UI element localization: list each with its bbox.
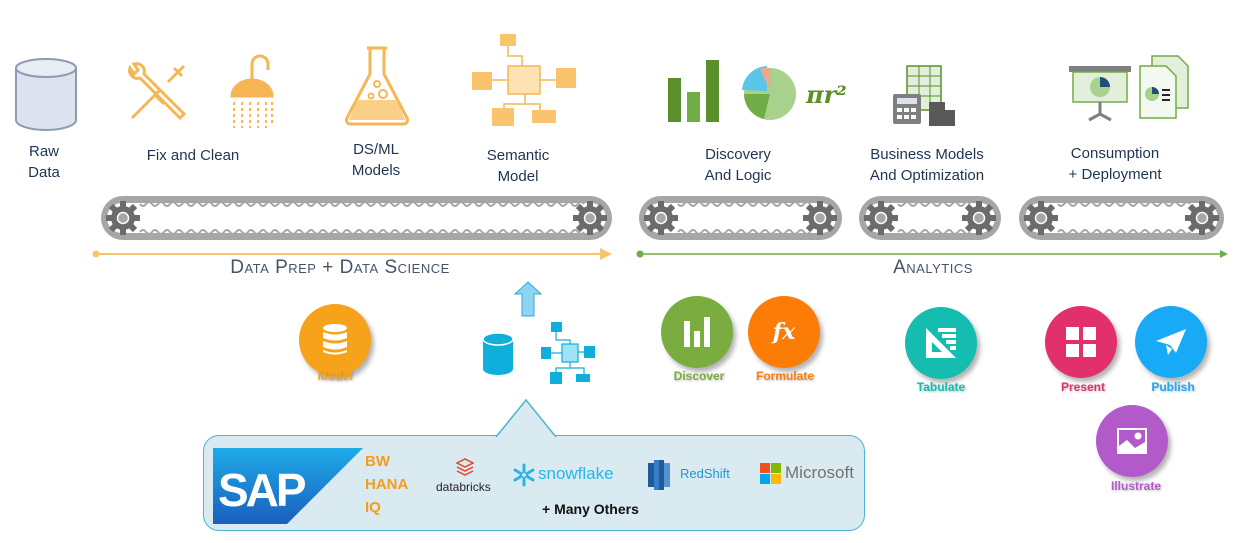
many-others-label: + Many Others (542, 501, 639, 517)
conveyor-belt-prep (100, 195, 613, 246)
semantic-model-network-icon (472, 34, 576, 126)
conveyor-belt-consumption (1018, 195, 1225, 246)
gear-icon (644, 201, 678, 235)
section-title-data-prep: Data Prep + Data Science (230, 257, 450, 278)
gear-icon (106, 201, 140, 235)
bar-chart-icon (668, 60, 719, 122)
gear-icon (573, 201, 607, 235)
stage-label-dsml-models: DS/ML Models (351, 141, 401, 179)
raw-data-cylinder-icon (15, 58, 77, 131)
gear-icon (864, 201, 898, 235)
sap-product-iq: IQ (365, 499, 381, 516)
formula-pi-r-squared: πr² (806, 80, 847, 109)
conveyor-belt-discovery (638, 195, 843, 246)
network-icon (541, 322, 595, 384)
pie-chart-icon (742, 66, 796, 120)
conveyor-belt-business (858, 195, 1002, 246)
discover-tool-button[interactable] (661, 296, 733, 368)
stage-label-raw-data: Raw Data (28, 143, 60, 181)
gear-icon (803, 201, 837, 235)
snowflake-label: snowflake (538, 464, 614, 483)
presentation-board-icon (1069, 66, 1131, 122)
snowflake-logo-icon (513, 463, 535, 487)
documents-report-icon (1139, 55, 1189, 119)
analytics-arrow (636, 250, 1228, 258)
stage-label-business-models: Business Models And Optimization (869, 146, 985, 184)
bar-chart-icon (684, 317, 710, 347)
model-tool-button[interactable] (299, 304, 371, 376)
redshift-label: RedShift (680, 466, 730, 481)
sap-logo-text: SAP (218, 464, 306, 516)
section-title-analytics: Analytics (893, 257, 973, 278)
tabulate-tool-label: Tabulate (916, 380, 966, 394)
redshift-logo-icon (648, 460, 670, 490)
tabulate-tool-button[interactable] (905, 307, 977, 379)
illustrate-tool-label: Illustrate (1110, 479, 1162, 493)
image-icon (1117, 428, 1147, 454)
flask-icon (344, 46, 410, 126)
callout-pointer (495, 399, 557, 438)
sap-product-hana: HANA (365, 476, 409, 493)
grid-icon (1066, 327, 1096, 357)
microsoft-label: Microsoft (785, 463, 854, 482)
database-cylinder-icon (482, 332, 514, 375)
sap-logo: SAP (213, 448, 363, 524)
publish-tool-label: Publish (1151, 380, 1195, 394)
stage-label-fix-clean: Fix and Clean (146, 147, 240, 164)
model-tool-label: Model (317, 369, 353, 383)
stage-label-discovery: Discovery And Logic (704, 146, 772, 184)
database-icon (323, 324, 347, 355)
gear-icon (962, 201, 996, 235)
sap-products: BW HANA IQ (365, 450, 408, 519)
paper-plane-icon (1156, 329, 1186, 355)
illustrate-tool-button[interactable] (1096, 405, 1168, 477)
tools-wrench-screwdriver-icon (128, 62, 187, 121)
formulate-tool-button[interactable]: fx (748, 296, 820, 368)
spreadsheet-calculator-icon (893, 65, 955, 126)
present-tool-label: Present (1060, 380, 1106, 394)
formulate-tool-label: Formulate (755, 369, 815, 383)
function-icon: fx (772, 319, 796, 345)
discover-tool-label: Discover (673, 369, 725, 383)
stage-label-semantic-model: Semantic Model (486, 147, 550, 185)
gear-icon (1024, 201, 1058, 235)
gear-icon (1185, 201, 1219, 235)
shower-icon (230, 54, 274, 128)
present-tool-button[interactable] (1045, 306, 1117, 378)
upload-arrow-icon (514, 281, 542, 317)
stage-label-consumption: Consumption + Deployment (1068, 145, 1162, 183)
databricks-label: databricks (436, 480, 491, 494)
databricks-logo-icon (456, 458, 474, 476)
microsoft-logo-icon (760, 463, 781, 484)
sap-product-bw: BW (365, 453, 390, 470)
data-prep-arrow (92, 248, 612, 260)
publish-tool-button[interactable] (1135, 306, 1207, 378)
table-ruler-icon (926, 328, 956, 358)
